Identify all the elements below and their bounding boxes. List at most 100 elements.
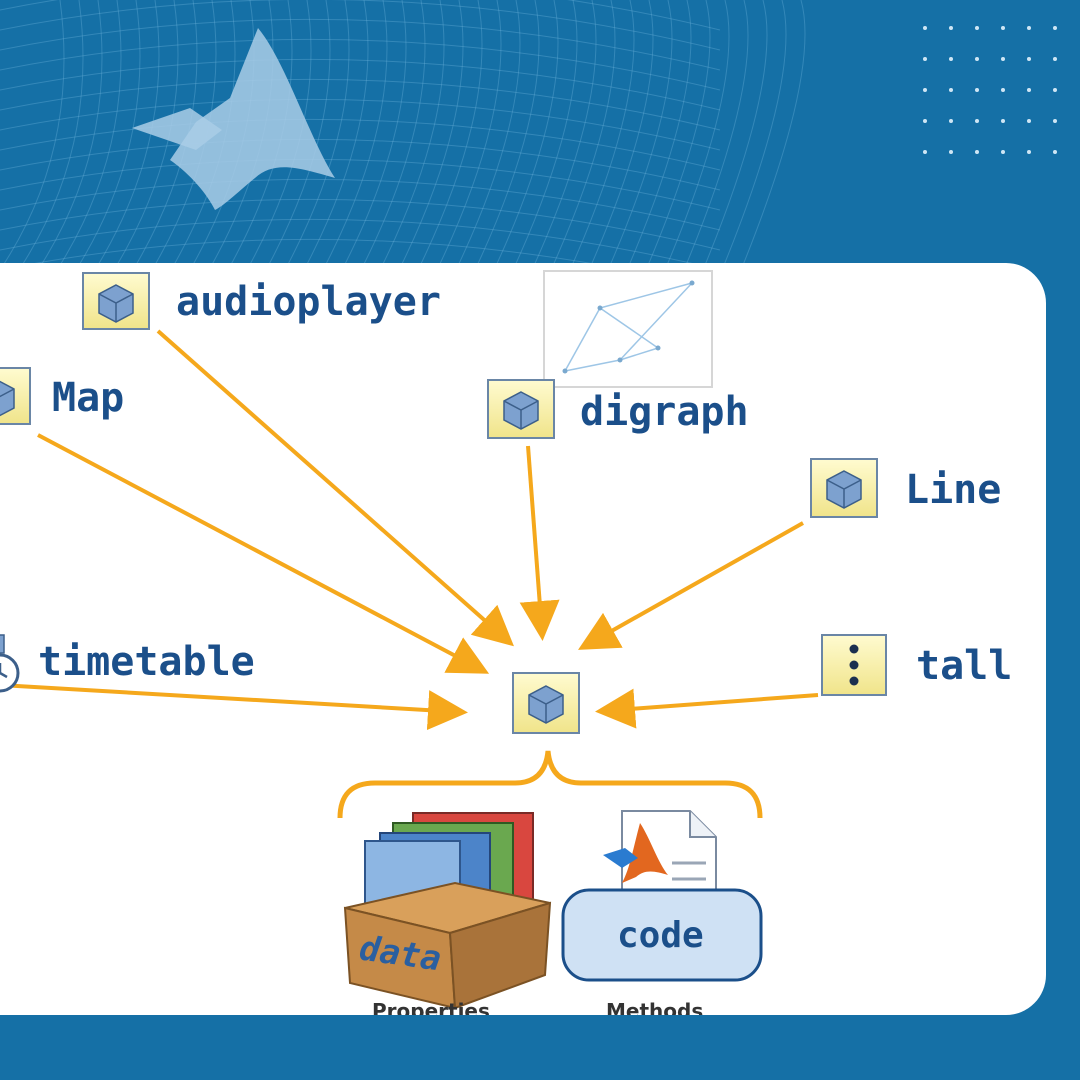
mesh-line [721,0,787,271]
mesh-line [37,0,103,271]
dot [1027,88,1031,92]
mesh-line [0,0,721,31]
dot [975,119,979,123]
class-cube-icon [810,458,878,518]
dot [975,150,979,154]
dot [975,88,979,92]
dot [1053,119,1057,123]
mesh-line [0,78,721,131]
dot [1001,150,1005,154]
arrow-line [578,521,804,650]
dot [975,26,979,30]
mesh-line [0,178,721,231]
mesh-line [588,0,654,271]
dot [1053,150,1057,154]
mesh-line [0,38,721,91]
dot [975,57,979,61]
mesh-line [360,0,426,271]
arrow-tall [595,688,819,729]
node-label-map: Map [52,375,124,421]
dot-grid-decoration [923,26,1057,154]
mesh-line [0,218,721,271]
mesh-line [683,0,749,271]
class-cube-icon [82,272,150,330]
dot [949,119,953,123]
mesh-line [512,0,578,271]
dot [923,150,927,154]
dot [923,26,927,30]
node-label-tall: tall [916,643,1012,689]
dot [1027,150,1031,154]
dot [923,88,927,92]
mesh-line [0,0,721,51]
dot [949,88,953,92]
mesh-line [0,0,65,271]
mesh-surface-decoration [0,0,806,291]
dot [1001,119,1005,123]
mesh-line [0,58,721,111]
dot [1027,119,1031,123]
mesh-line [455,0,521,271]
mesh-line [531,0,597,271]
dot [1001,57,1005,61]
arrow-map [37,433,490,674]
dot [923,119,927,123]
center-class-cube-icon [512,672,580,734]
node-label-digraph: digraph [580,389,749,435]
mesh-line [303,0,369,271]
mesh-line [702,0,768,271]
class-cube-icon [0,367,31,425]
mesh-line [18,0,84,271]
clock-icon [0,634,20,693]
mesh-line [436,0,502,271]
node-label-timetable: timetable [38,639,255,685]
dot [949,26,953,30]
dot [1053,26,1057,30]
mesh-line [417,0,483,271]
mesh-line [0,138,721,191]
mesh-line [56,0,122,271]
mesh-line [0,18,721,71]
class-cube-icon [487,379,555,439]
code-box [561,888,763,982]
dot [1053,88,1057,92]
mesh-line [94,0,160,271]
dot [1027,26,1031,30]
mesh-line [265,0,331,271]
methods-caption: Methods [606,999,703,1015]
mesh-line [284,0,350,271]
arrow-audioplayer [156,329,514,647]
mesh-line [0,118,721,171]
digraph-thumbnail [543,270,713,388]
mesh-line [664,0,730,271]
mesh-line [493,0,559,271]
mesh-line [0,98,721,151]
tall-array-icon [821,634,887,696]
mesh-line [379,0,445,271]
curly-brace [337,750,763,819]
dot [949,150,953,154]
mesh-line [322,0,388,271]
properties-caption: Properties [372,999,490,1015]
mesh-line [0,198,721,251]
mesh-line [607,0,673,271]
arrow-timetable [0,683,468,731]
arrows [0,329,819,731]
mesh-line [75,0,141,271]
mesh-line [398,0,464,271]
arrow-digraph [519,445,560,641]
dot [1053,57,1057,61]
dot [949,57,953,61]
dot [1001,88,1005,92]
mesh-line [740,0,806,271]
mesh-line [569,0,635,271]
node-label-audioplayer: audioplayer [176,279,441,325]
matlab-logo-icon [132,28,335,210]
mesh-line [645,0,711,271]
book-box-icon [343,812,552,1010]
mesh-line [550,0,616,271]
mesh-line [626,0,692,271]
class-diagram: audioplayer Map digraph Line timetable [0,270,1012,1015]
dot [1027,57,1031,61]
